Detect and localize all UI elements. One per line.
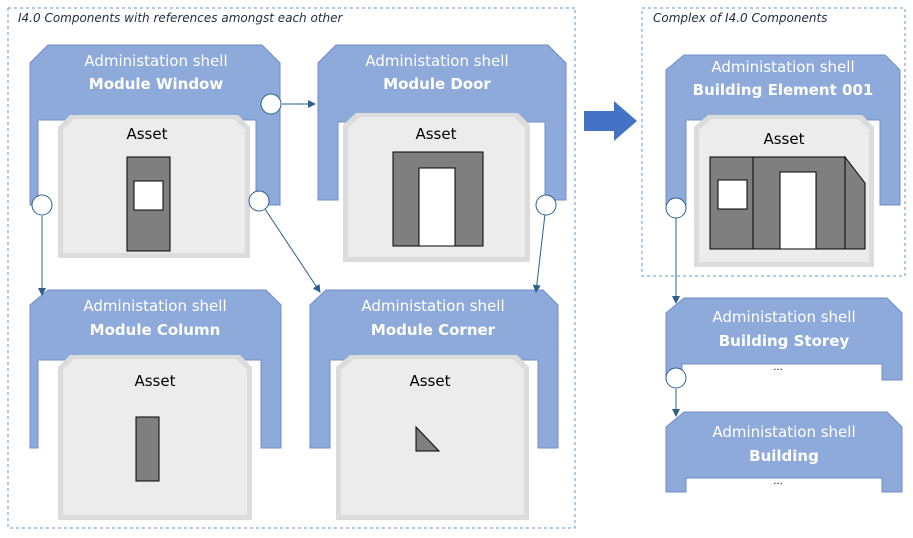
asset-label: Asset: [134, 372, 175, 390]
shell-module-door: Administation shell Module Door: [317, 44, 567, 201]
region-left-title: I4.0 Components with references amongst …: [18, 11, 344, 25]
asset-label: Asset: [415, 125, 456, 143]
building-name: Building: [749, 447, 819, 465]
shell-label: Administation shell: [83, 297, 226, 315]
shell-module-corner: Administation shell Module Corner: [309, 289, 559, 449]
region-right-title: Complex of I4.0 Components: [653, 11, 827, 25]
shell-module-column: Administation shell Module Column: [29, 289, 282, 449]
shell-module-window: Administation shell Module Window: [29, 44, 281, 206]
port-window-right: [260, 93, 282, 115]
connector-window-corner: [264, 208, 321, 293]
port-building-element: [665, 197, 687, 219]
asset-module-window: Asset: [58, 115, 250, 258]
shell-building-element: Administation shell Building Element 001: [665, 54, 901, 206]
shell-building: Administation shell Building ...: [665, 411, 903, 493]
module-column-name: Module Column: [90, 321, 221, 339]
module-door-name: Module Door: [383, 75, 491, 93]
building-storey-name: Building Storey: [719, 332, 850, 350]
door-opening: [418, 167, 456, 247]
shell-label: Administation shell: [365, 52, 508, 70]
region-right: Complex of I4.0 Components: [641, 7, 906, 277]
connector-door-corner: [532, 213, 546, 293]
connectors: [38, 100, 680, 417]
asset-label: Asset: [763, 130, 804, 148]
module-window-name: Module Window: [89, 75, 224, 93]
shell-building-storey: Administation shell Building Storey ...: [665, 297, 903, 381]
building-element-name: Building Element 001: [693, 81, 874, 99]
ellipsis: ...: [773, 476, 783, 487]
port-door: [535, 194, 557, 216]
shell-label: Administation shell: [84, 52, 227, 70]
module-corner-name: Module Corner: [371, 321, 496, 339]
shell-label: Administation shell: [712, 423, 855, 441]
asset-building-element: Asset: [694, 115, 874, 267]
shell-label: Administation shell: [711, 58, 854, 76]
asset-module-door: Asset: [343, 113, 530, 262]
shell-label: Administation shell: [361, 297, 504, 315]
corner-asset-shape: [415, 425, 441, 452]
column-asset-shape: [135, 416, 160, 482]
asset-module-corner: Asset: [336, 355, 529, 520]
transition-arrow: [584, 101, 637, 141]
asset-module-column: Asset: [58, 355, 252, 520]
port-window-bottom-right: [248, 190, 270, 212]
shell-label: Administation shell: [712, 308, 855, 326]
port-building-storey: [665, 367, 687, 389]
port-window-left: [31, 194, 53, 216]
reference-ports: [31, 93, 687, 389]
window-pane: [133, 180, 164, 211]
ellipsis: ...: [773, 362, 783, 373]
asset-label: Asset: [126, 125, 167, 143]
building-element-asset-shape: [709, 155, 866, 250]
asset-label: Asset: [409, 372, 450, 390]
region-left: I4.0 Components with references amongst …: [7, 7, 576, 529]
